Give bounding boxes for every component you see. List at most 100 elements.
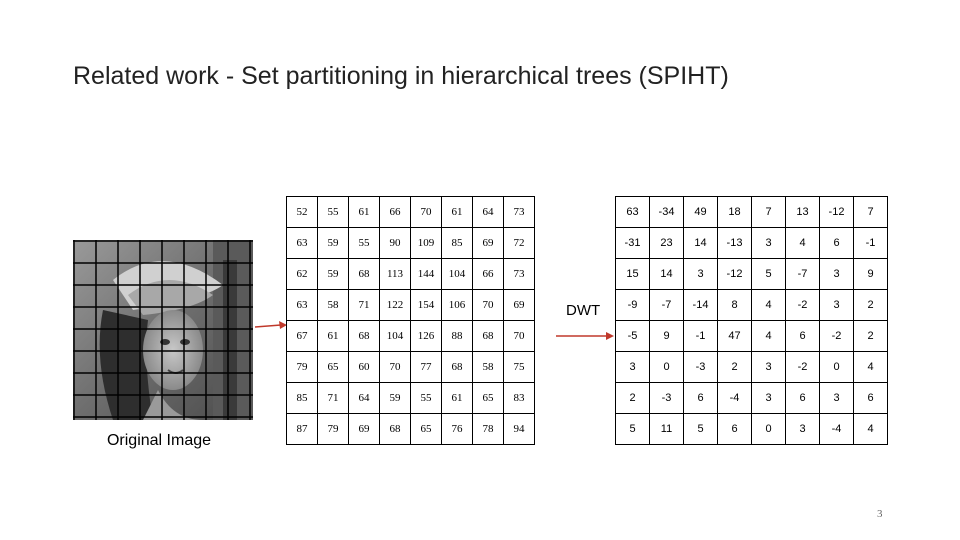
grayscale-photo-grid	[73, 240, 253, 420]
matrix-cell: 63	[615, 196, 650, 228]
matrix-cell: 69	[472, 227, 504, 259]
matrix-cell: 113	[379, 258, 411, 290]
matrix-cell: 104	[379, 320, 411, 352]
matrix-cell: 23	[649, 227, 684, 259]
matrix-cell: 3	[615, 351, 650, 383]
matrix-cell: 3	[683, 258, 718, 290]
matrix-cell: 122	[379, 289, 411, 321]
matrix-cell: 65	[472, 382, 504, 414]
matrix-cell: 15	[615, 258, 650, 290]
matrix-cell: 6	[785, 320, 820, 352]
matrix-cell: -3	[683, 351, 718, 383]
matrix-cell: -9	[615, 289, 650, 321]
matrix-cell: 6	[819, 227, 854, 259]
matrix-cell: 61	[317, 320, 349, 352]
arrow-right-icon	[255, 321, 287, 329]
matrix-cell: 14	[649, 258, 684, 290]
matrix-cell: 69	[348, 413, 380, 445]
matrix-cell: 68	[472, 320, 504, 352]
matrix-cell: 6	[683, 382, 718, 414]
matrix-cell: 66	[472, 258, 504, 290]
matrix-cell: 94	[503, 413, 535, 445]
matrix-cell: 59	[317, 258, 349, 290]
matrix-cell: 77	[410, 351, 442, 383]
matrix-cell: 144	[410, 258, 442, 290]
matrix-cell: 3	[751, 351, 786, 383]
matrix-cell: 109	[410, 227, 442, 259]
matrix-cell: 58	[472, 351, 504, 383]
matrix-cell: 104	[441, 258, 473, 290]
matrix-cell: 7	[853, 196, 888, 228]
matrix-cell: 55	[317, 196, 349, 228]
matrix-cell: 75	[503, 351, 535, 383]
matrix-cell: 87	[286, 413, 318, 445]
matrix-cell: 154	[410, 289, 442, 321]
matrix-cell: 3	[751, 382, 786, 414]
matrix-cell: 68	[441, 351, 473, 383]
matrix-cell: 60	[348, 351, 380, 383]
matrix-cell: 73	[503, 196, 535, 228]
matrix-cell: 59	[317, 227, 349, 259]
matrix-cell: 4	[751, 289, 786, 321]
matrix-cell: 71	[317, 382, 349, 414]
matrix-cell: -3	[649, 382, 684, 414]
matrix-cell: 13	[785, 196, 820, 228]
matrix-cell: 4	[853, 351, 888, 383]
matrix-cell: 6	[853, 382, 888, 414]
matrix-cell: -34	[649, 196, 684, 228]
matrix-cell: 11	[649, 413, 684, 445]
matrix-cell: 4	[853, 413, 888, 445]
matrix-cell: 3	[819, 289, 854, 321]
matrix-cell: 126	[410, 320, 442, 352]
matrix-cell: 5	[751, 258, 786, 290]
matrix-cell: -31	[615, 227, 650, 259]
matrix-cell: -12	[819, 196, 854, 228]
matrix-cell: 61	[348, 196, 380, 228]
matrix-cell: 47	[717, 320, 752, 352]
matrix-cell: 2	[615, 382, 650, 414]
matrix-cell: 65	[410, 413, 442, 445]
matrix-cell: 6	[785, 382, 820, 414]
matrix-cell: 6	[717, 413, 752, 445]
matrix-cell: 5	[615, 413, 650, 445]
matrix-cell: 85	[441, 227, 473, 259]
matrix-cell: 78	[472, 413, 504, 445]
matrix-cell: 5	[683, 413, 718, 445]
matrix-cell: 7	[751, 196, 786, 228]
matrix-cell: 85	[286, 382, 318, 414]
matrix-cell: 0	[649, 351, 684, 383]
matrix-cell: -7	[649, 289, 684, 321]
matrix-cell: 9	[853, 258, 888, 290]
matrix-cell: 63	[286, 289, 318, 321]
page-number: 3	[877, 508, 883, 520]
matrix-cell: 106	[441, 289, 473, 321]
matrix-cell: 55	[410, 382, 442, 414]
matrix-cell: 66	[379, 196, 411, 228]
matrix-cell: 68	[348, 258, 380, 290]
matrix-cell: -13	[717, 227, 752, 259]
matrix-cell: 70	[472, 289, 504, 321]
matrix-cell: 61	[441, 382, 473, 414]
matrix-cell: 49	[683, 196, 718, 228]
matrix-cell: 3	[785, 413, 820, 445]
matrix-cell: 9	[649, 320, 684, 352]
matrix-cell: 76	[441, 413, 473, 445]
matrix-cell: 65	[317, 351, 349, 383]
matrix-cell: 3	[819, 258, 854, 290]
matrix-cell: 3	[819, 382, 854, 414]
matrix-cell: 14	[683, 227, 718, 259]
matrix-cell: 18	[717, 196, 752, 228]
image-caption: Original Image	[106, 432, 212, 449]
matrix-cell: -4	[717, 382, 752, 414]
matrix-cell: 4	[751, 320, 786, 352]
matrix-cell: 2	[853, 320, 888, 352]
